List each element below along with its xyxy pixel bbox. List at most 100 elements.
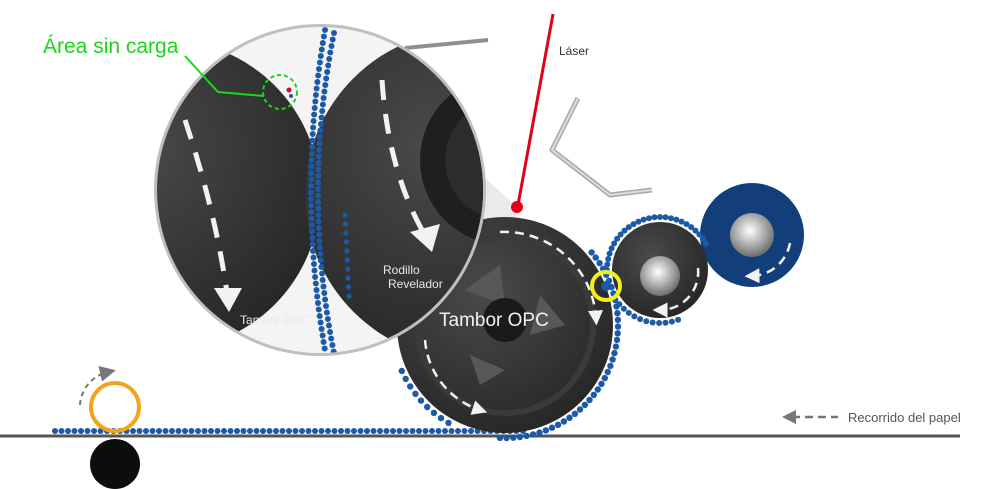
- toner-dot: [311, 111, 318, 118]
- toner-dot: [611, 240, 618, 247]
- no-charge-highlight-circle: [262, 74, 298, 110]
- toner-dot: [631, 313, 638, 320]
- toner-dot: [321, 345, 328, 352]
- toner-dot: [227, 428, 234, 434]
- developer-roller-label-line1: Rodillo: [383, 263, 420, 277]
- toner-dot: [329, 342, 336, 348]
- toner-dot: [317, 319, 324, 326]
- toner-dot: [315, 166, 322, 173]
- toner-dot: [58, 428, 65, 434]
- toner-dot: [581, 401, 589, 409]
- toner-dot: [208, 428, 214, 434]
- toner-dot: [630, 221, 637, 228]
- toner-dot: [342, 221, 348, 227]
- toner-dot: [322, 296, 329, 303]
- toner-dot: [314, 293, 321, 300]
- toner-dot: [315, 192, 321, 199]
- toner-dot: [688, 224, 695, 231]
- toner-dot: [308, 176, 315, 183]
- toner-dot: [609, 356, 616, 363]
- toner-dot: [346, 284, 352, 290]
- toner-dot: [326, 322, 332, 329]
- toner-dot: [279, 428, 286, 434]
- toner-dot: [461, 428, 468, 434]
- toner-dot: [383, 428, 390, 434]
- toner-dot: [234, 428, 240, 434]
- toner-dot: [312, 98, 319, 105]
- toner-dot: [308, 163, 315, 170]
- toner-dot: [496, 434, 504, 442]
- toner-dot: [308, 189, 314, 196]
- toner-dot: [309, 137, 316, 144]
- guide-plate-bent: [549, 96, 653, 198]
- toner-dot: [503, 434, 510, 442]
- toner-dot: [699, 235, 706, 242]
- toner-dot: [315, 212, 322, 218]
- toner-dot: [318, 264, 325, 270]
- toner-dot: [614, 330, 621, 337]
- toner-dot: [331, 428, 338, 434]
- toner-dot: [308, 215, 315, 222]
- toner-dot: [315, 225, 322, 231]
- toner-dot: [326, 56, 333, 62]
- toner-dot: [592, 254, 599, 261]
- toner-dot: [149, 428, 156, 434]
- toner-dot: [305, 428, 312, 434]
- toner-dot: [604, 368, 611, 376]
- toner-dot: [286, 428, 292, 434]
- toner-dot: [317, 257, 324, 264]
- toner-dot: [319, 277, 326, 283]
- toner-dot: [273, 428, 279, 434]
- toner-dot: [201, 428, 208, 434]
- toner-dot: [316, 238, 323, 244]
- no-charge-leader-line: [184, 55, 265, 97]
- toner-dot: [266, 428, 273, 434]
- zoom-opc-drum-surface: [157, 40, 320, 350]
- toner-dot: [315, 199, 322, 205]
- toner-dot: [315, 218, 322, 225]
- toner-dot: [396, 428, 403, 434]
- toner-dot: [188, 428, 195, 434]
- toner-dot: [640, 216, 647, 223]
- toner-dot: [78, 428, 84, 434]
- laser-beam: [516, 13, 555, 206]
- toner-dot: [344, 257, 350, 263]
- toner-dot: [370, 428, 377, 434]
- toner-dot: [607, 362, 614, 370]
- toner-dot: [320, 33, 327, 40]
- toner-dot: [402, 375, 409, 383]
- toner-dot: [320, 283, 327, 290]
- toner-dot: [316, 147, 323, 153]
- toner-dot: [548, 424, 556, 431]
- toner-dot: [424, 403, 431, 411]
- toner-dot: [560, 418, 568, 425]
- blue-transfer-roller: [700, 183, 804, 287]
- zoom-toner-dots: [308, 27, 352, 353]
- toner-dot: [315, 205, 322, 212]
- toner-dot: [403, 428, 409, 434]
- toner-dot: [315, 300, 321, 306]
- toner-dot: [315, 72, 322, 79]
- toner-dot: [162, 428, 169, 434]
- toner-dot: [571, 410, 579, 417]
- toner-dot: [308, 170, 315, 176]
- zoom-magnifier: [154, 24, 486, 356]
- toner-dot: [536, 429, 543, 436]
- toner-dot: [516, 433, 524, 441]
- black-bottom-roller: [90, 439, 140, 489]
- opc-drum-main-label: Tambor OPC: [439, 310, 549, 331]
- toner-dot: [604, 261, 611, 268]
- toner-dot: [214, 428, 221, 434]
- toner-dot: [309, 241, 316, 248]
- toner-dot: [338, 428, 344, 434]
- toner-dot: [315, 306, 322, 313]
- toner-dot: [625, 309, 632, 316]
- toner-dot: [605, 256, 612, 262]
- toner-dot: [136, 428, 143, 434]
- toner-dot: [318, 326, 325, 332]
- toner-dot: [309, 131, 316, 137]
- toner-dot: [325, 428, 331, 434]
- toner-dot: [612, 343, 620, 350]
- toner-dot: [442, 428, 448, 434]
